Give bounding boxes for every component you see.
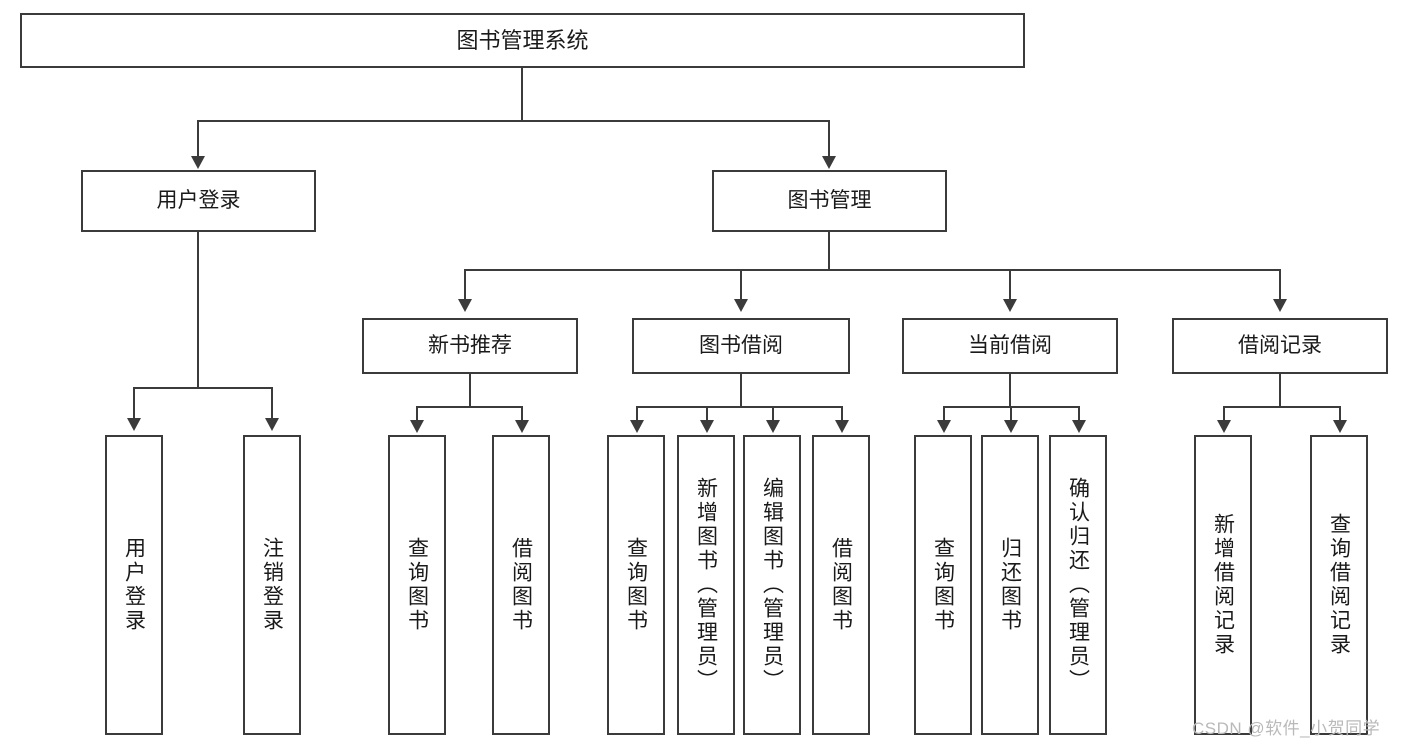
node-current-borrow[interactable]: 当前借阅 bbox=[902, 318, 1118, 374]
leaf-new-book-query[interactable]: 查询图书 bbox=[388, 435, 446, 735]
node-label: 新增借阅记录 bbox=[1211, 513, 1235, 657]
node-label: 当前借阅 bbox=[968, 333, 1052, 357]
node-label: 查询图书 bbox=[624, 537, 648, 633]
edge-book-borrow-stem bbox=[740, 374, 742, 406]
edge-new-book-bus bbox=[416, 406, 522, 408]
arrowhead-book-borrow-leaf-4 bbox=[835, 420, 849, 433]
leaf-book-borrow-query[interactable]: 查询图书 bbox=[607, 435, 665, 735]
edge-user-login-to-leaf-1 bbox=[133, 387, 135, 420]
arrowhead-current-borrow-leaf-3 bbox=[1072, 420, 1086, 433]
node-borrow-record[interactable]: 借阅记录 bbox=[1172, 318, 1388, 374]
edge-book-mgmt-stem bbox=[828, 232, 830, 269]
edge-current-borrow-to-leaf-1 bbox=[943, 406, 945, 422]
node-label: 新增图书（管理员） bbox=[694, 477, 718, 693]
node-book-management[interactable]: 图书管理 bbox=[712, 170, 947, 232]
edge-book-mgmt-bus bbox=[464, 269, 1280, 271]
edge-current-borrow-to-leaf-3 bbox=[1078, 406, 1080, 422]
leaf-borrow-record-add[interactable]: 新增借阅记录 bbox=[1194, 435, 1252, 735]
leaf-user-login-signout[interactable]: 注销登录 bbox=[243, 435, 301, 735]
edge-root-to-user-login bbox=[197, 120, 199, 158]
node-label: 借阅图书 bbox=[509, 537, 533, 633]
arrowhead-current-borrow-leaf-2 bbox=[1004, 420, 1018, 433]
edge-book-borrow-to-leaf-1 bbox=[636, 406, 638, 422]
node-label: 归还图书 bbox=[998, 537, 1022, 633]
edge-borrow-record-to-leaf-1 bbox=[1223, 406, 1225, 422]
node-label: 借阅图书 bbox=[829, 537, 853, 633]
node-label: 用户登录 bbox=[122, 537, 146, 633]
node-root-system[interactable]: 图书管理系统 bbox=[20, 13, 1025, 68]
node-label: 图书管理 bbox=[787, 188, 872, 212]
node-label: 新书推荐 bbox=[428, 333, 512, 357]
node-label: 图书借阅 bbox=[699, 333, 783, 357]
arrowhead-borrow-record bbox=[1273, 299, 1287, 312]
edge-user-login-bus bbox=[133, 387, 272, 389]
edge-root-bus bbox=[197, 120, 829, 122]
leaf-user-login-signin[interactable]: 用户登录 bbox=[105, 435, 163, 735]
arrowhead-user-login bbox=[191, 156, 205, 169]
arrowhead-borrow-record-leaf-2 bbox=[1333, 420, 1347, 433]
node-label: 用户登录 bbox=[156, 188, 241, 212]
node-label: 确认归还（管理员） bbox=[1066, 477, 1090, 693]
edge-new-book-to-leaf-2 bbox=[521, 406, 523, 422]
edge-user-login-to-leaf-2 bbox=[271, 387, 273, 420]
arrowhead-book-mgmt bbox=[822, 156, 836, 169]
edge-new-book-to-leaf-1 bbox=[416, 406, 418, 422]
edge-root-to-book-mgmt bbox=[828, 120, 830, 158]
edge-book-borrow-to-leaf-3 bbox=[772, 406, 774, 422]
arrowhead-book-borrow bbox=[734, 299, 748, 312]
node-new-book-recommend[interactable]: 新书推荐 bbox=[362, 318, 578, 374]
node-user-login[interactable]: 用户登录 bbox=[81, 170, 316, 232]
node-book-borrow[interactable]: 图书借阅 bbox=[632, 318, 850, 374]
leaf-current-borrow-confirm-admin[interactable]: 确认归还（管理员） bbox=[1049, 435, 1107, 735]
node-label: 注销登录 bbox=[260, 537, 284, 633]
edge-book-mgmt-to-new-book bbox=[464, 269, 466, 301]
edge-current-borrow-stem bbox=[1009, 374, 1011, 406]
edge-borrow-record-to-leaf-2 bbox=[1339, 406, 1341, 422]
node-label: 查询借阅记录 bbox=[1327, 513, 1351, 657]
edge-borrow-record-bus bbox=[1223, 406, 1340, 408]
node-label: 查询图书 bbox=[931, 537, 955, 633]
node-label: 图书管理系统 bbox=[456, 27, 589, 53]
arrowhead-borrow-record-leaf-1 bbox=[1217, 420, 1231, 433]
leaf-borrow-record-query[interactable]: 查询借阅记录 bbox=[1310, 435, 1368, 735]
arrowhead-user-login-leaf-1 bbox=[127, 418, 141, 431]
arrowhead-user-login-leaf-2 bbox=[265, 418, 279, 431]
edge-current-borrow-to-leaf-2 bbox=[1010, 406, 1012, 422]
node-label: 查询图书 bbox=[405, 537, 429, 633]
edge-book-borrow-to-leaf-4 bbox=[841, 406, 843, 422]
arrowhead-new-book-leaf-1 bbox=[410, 420, 424, 433]
node-label: 编辑图书（管理员） bbox=[760, 477, 784, 693]
edge-borrow-record-stem bbox=[1279, 374, 1281, 406]
leaf-current-borrow-query[interactable]: 查询图书 bbox=[914, 435, 972, 735]
arrowhead-current-borrow bbox=[1003, 299, 1017, 312]
leaf-book-borrow-borrow[interactable]: 借阅图书 bbox=[812, 435, 870, 735]
leaf-new-book-borrow[interactable]: 借阅图书 bbox=[492, 435, 550, 735]
edge-book-mgmt-to-book-borrow bbox=[740, 269, 742, 301]
leaf-book-borrow-edit-admin[interactable]: 编辑图书（管理员） bbox=[743, 435, 801, 735]
edge-book-borrow-bus bbox=[636, 406, 842, 408]
edge-user-login-stem bbox=[197, 232, 199, 387]
leaf-current-borrow-return[interactable]: 归还图书 bbox=[981, 435, 1039, 735]
arrowhead-new-book-leaf-2 bbox=[515, 420, 529, 433]
edge-root-stem bbox=[521, 68, 523, 120]
leaf-book-borrow-add-admin[interactable]: 新增图书（管理员） bbox=[677, 435, 735, 735]
arrowhead-book-borrow-leaf-1 bbox=[630, 420, 644, 433]
edge-new-book-stem bbox=[469, 374, 471, 406]
edge-book-borrow-to-leaf-2 bbox=[706, 406, 708, 422]
arrowhead-current-borrow-leaf-1 bbox=[937, 420, 951, 433]
arrowhead-new-book bbox=[458, 299, 472, 312]
arrowhead-book-borrow-leaf-3 bbox=[766, 420, 780, 433]
arrowhead-book-borrow-leaf-2 bbox=[700, 420, 714, 433]
edge-book-mgmt-to-current-borrow bbox=[1009, 269, 1011, 301]
edge-book-mgmt-to-borrow-record bbox=[1279, 269, 1281, 301]
node-label: 借阅记录 bbox=[1238, 333, 1322, 357]
